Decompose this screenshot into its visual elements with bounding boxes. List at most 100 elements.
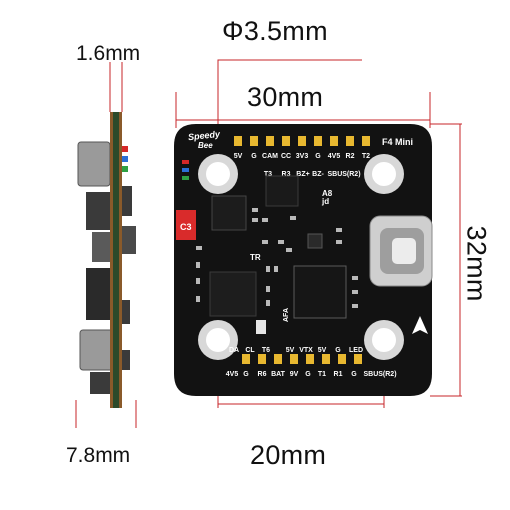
chip-gyro [211,195,247,231]
bottom-pad [354,354,362,364]
side-component-c [86,268,112,320]
side-component-f [122,226,136,254]
chip-regulator [209,271,257,317]
led-blue [182,168,189,172]
bottom-pad-label: 5V [318,347,327,354]
mid-pad-label: SBUS(R2) [327,171,360,178]
chip-small [307,233,323,249]
bottom-pad [322,354,330,364]
bottom-pad-label: DA [229,347,239,354]
side-usb-connector [77,141,111,187]
bottom-pad-label: 9V [290,371,299,378]
bottom-pad-labels-row2: 4V5 G R6 BAT 9V G T1 R1 G SBUS(R2) [226,371,397,378]
component-c3-label: C3 [180,222,192,232]
mount-hole-top-left [198,154,238,194]
bottom-pad-label: R1 [334,371,343,378]
side-component-g [122,300,130,324]
top-pad-label: G [315,153,321,160]
top-pad-label: T2 [362,153,370,160]
top-pad-label: R2 [346,153,355,160]
bottom-pad-label: SBUS(R2) [363,371,396,378]
bottom-pad-label: T1 [318,371,326,378]
chip-osd [265,175,299,207]
side-component-b [92,232,114,262]
side-mark-tr: TR [250,253,261,262]
chip-white [256,320,266,334]
top-pad [346,136,354,146]
led-red [182,160,189,164]
thickness-label: 1.6mm [76,42,141,65]
side-view [75,62,137,428]
mid-pad-label: T3 [264,171,272,178]
top-pad [314,136,322,146]
top-solder-pads [234,136,370,146]
bottom-pad-label: R6 [258,371,267,378]
chip-mark-1: A8 [322,189,333,198]
bottom-pad [338,354,346,364]
side-component-h [122,350,130,370]
top-pad-label: 5V [234,153,243,160]
mid-pad-label: BZ+ [296,171,309,178]
mount-hole-bottom-left [198,320,238,360]
top-pad-label: G [251,153,257,160]
pcb-outline [174,124,432,396]
side-led-blue [122,156,128,162]
bottom-pad-label: G [351,371,357,378]
top-pad-label: CAM [262,153,278,160]
top-pad [250,136,258,146]
bottom-pad-label: 5V [286,347,295,354]
side-led-green [122,166,128,172]
bottom-pad-label: LED [349,347,363,354]
side-mark-afa: AFA [283,308,290,322]
mount-hole-top-right [364,154,404,194]
top-pad-label: 4V5 [328,153,341,160]
bottom-pad-label: CL [245,347,255,354]
led-green [182,176,189,180]
bottom-pad-label: G [335,347,341,354]
bottom-pad [290,354,298,364]
top-pad [234,136,242,146]
chip-mark-2: jd [321,197,329,206]
top-pad [362,136,370,146]
side-component-a [86,192,112,230]
side-connector-bottom [79,329,115,371]
side-height-label: 7.8mm [66,444,131,467]
mid-pad-labels: T3 R3 BZ+BZ-SBUS(R2) [264,171,361,178]
mid-pad-label: BZ- [312,171,324,178]
mount-hole-bottom-right [364,320,404,360]
brand-line2: Bee [198,141,213,150]
top-pad [330,136,338,146]
direction-arrow-icon [412,316,428,334]
side-component-d [90,372,112,394]
chip-mcu [293,265,347,319]
side-component-e [122,186,132,216]
side-pcb-core [113,112,119,408]
bottom-pad-label: G [305,371,311,378]
board-model: F4 Mini [382,137,413,147]
bottom-pad-label: VTX [299,347,313,354]
bottom-solder-pads [242,354,362,364]
hole-diameter-label: Φ3.5mm [222,16,328,46]
bottom-pad [306,354,314,364]
side-led-red [122,146,128,152]
height-label: 32mm [461,225,492,302]
brand-line1: Speedy [188,129,222,142]
width-mount-label: 20mm [250,440,327,470]
bottom-pad-labels-row1: DA CL T6 5V VTX 5V G LED [229,347,363,354]
bottom-pad-label: G [243,371,249,378]
top-pad-label: 3V3 [296,153,309,160]
bottom-pad [258,354,266,364]
bottom-pad-label: T6 [262,347,270,354]
mid-pad-label: R3 [282,171,291,178]
top-pad [266,136,274,146]
bottom-pad [274,354,282,364]
component-c3 [176,210,196,240]
top-pad [298,136,306,146]
width-outer-label: 30mm [247,82,324,112]
bottom-pad-label: 4V5 [226,371,239,378]
bottom-pad-label: BAT [271,371,286,378]
